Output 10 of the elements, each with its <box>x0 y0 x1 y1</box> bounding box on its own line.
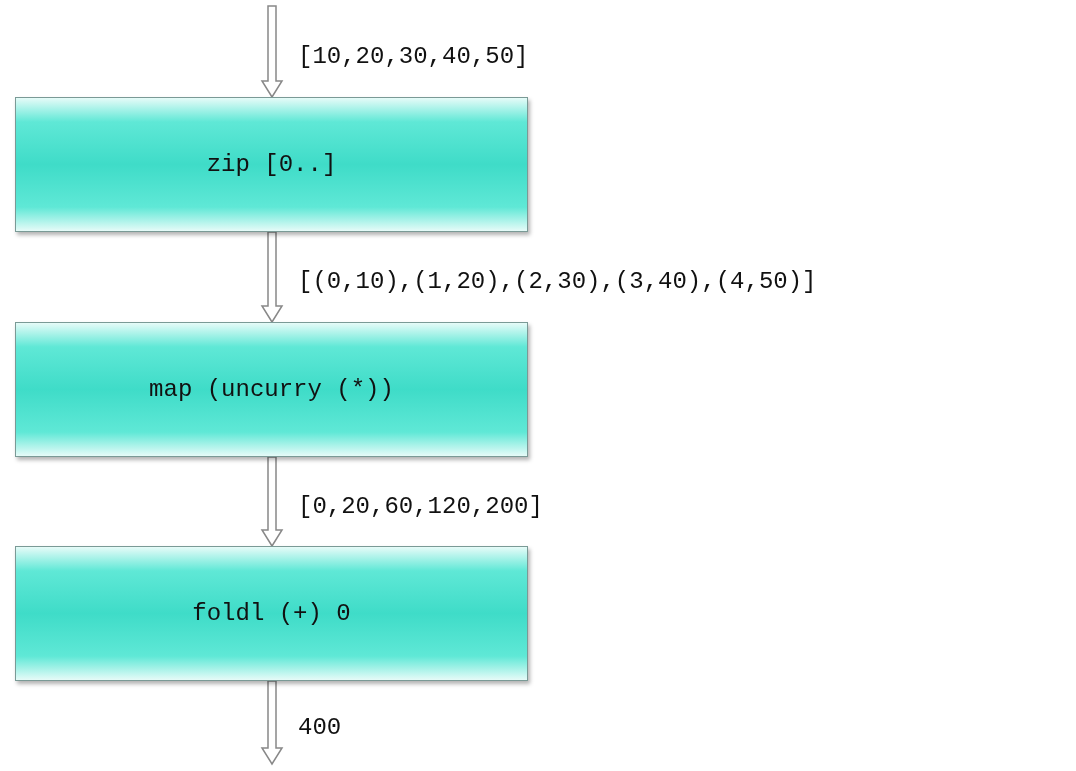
arrow <box>260 456 284 548</box>
process-box <box>15 97 528 232</box>
arrow <box>260 231 284 324</box>
arrow <box>260 680 284 766</box>
process-box <box>15 322 528 457</box>
process-label: zip [0..] <box>206 151 337 178</box>
process-label: foldl (+) 0 <box>192 600 351 627</box>
process-label: map (uncurry (*)) <box>149 376 394 403</box>
arrow <box>260 5 284 99</box>
process-box <box>15 546 528 681</box>
